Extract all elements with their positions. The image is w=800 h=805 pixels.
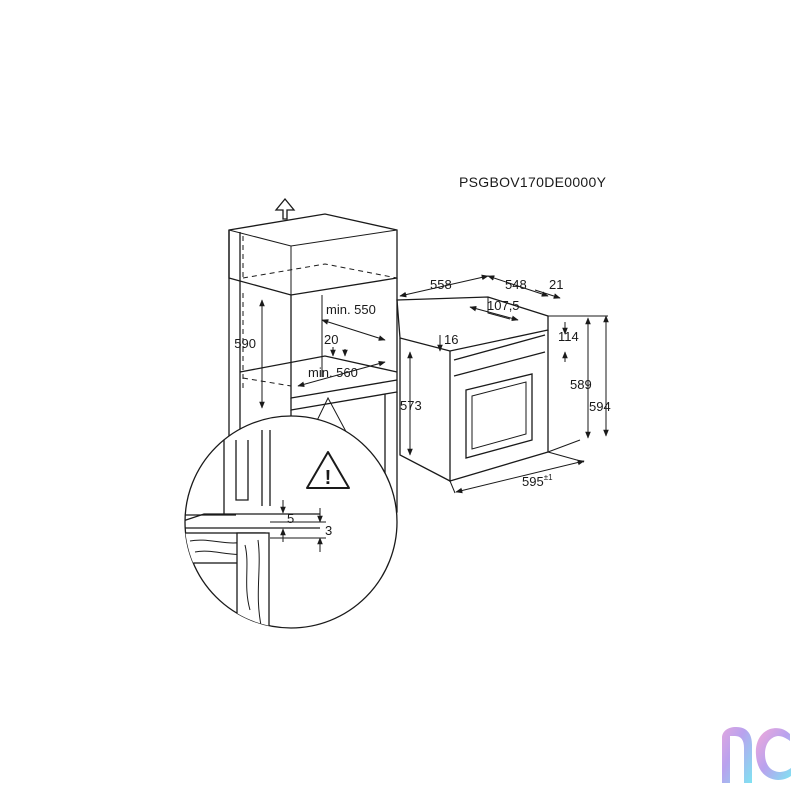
oven-front-inner-height-label: 589	[570, 377, 592, 392]
oven-top-edge-label: 16	[444, 332, 458, 347]
arrow-up-outline-icon	[274, 197, 296, 220]
oven-front-height-label: 594	[589, 399, 611, 414]
cabinet-width-label: min. 560	[308, 365, 358, 380]
oven-door-gap-label: 114	[558, 329, 579, 344]
cabinet-vent-label: 20	[324, 332, 338, 347]
warning-symbol: !	[325, 467, 332, 489]
oven-top-offset-label: 107,5	[487, 298, 520, 313]
cabinet-height-label: 590	[234, 336, 256, 351]
warning-triangle-icon: !	[306, 451, 350, 489]
oven-depth-total-label: 558	[430, 277, 452, 292]
model-code: PSGBOV170DE0000Y	[459, 174, 607, 190]
oven-depth-body-label: 548	[505, 277, 527, 292]
detail-gap-bottom-label: 3	[325, 523, 332, 538]
tall-cabinet: 590 min. 550 20 min. 560	[228, 197, 398, 513]
brand-logo-watermark	[716, 716, 791, 783]
oven-front-label: 21	[549, 277, 563, 292]
oven-body-height-label: 573	[400, 398, 422, 413]
cabinet-depth-label: min. 550	[326, 302, 376, 317]
detail-gap-top-label: 5	[287, 511, 294, 526]
oven-unit: 558 548 21 107,5 16 114 573 589 594 595±…	[396, 274, 611, 494]
oven-width-label: 595±1	[522, 473, 553, 489]
detail-magnifier: ! 5 3	[184, 396, 398, 629]
